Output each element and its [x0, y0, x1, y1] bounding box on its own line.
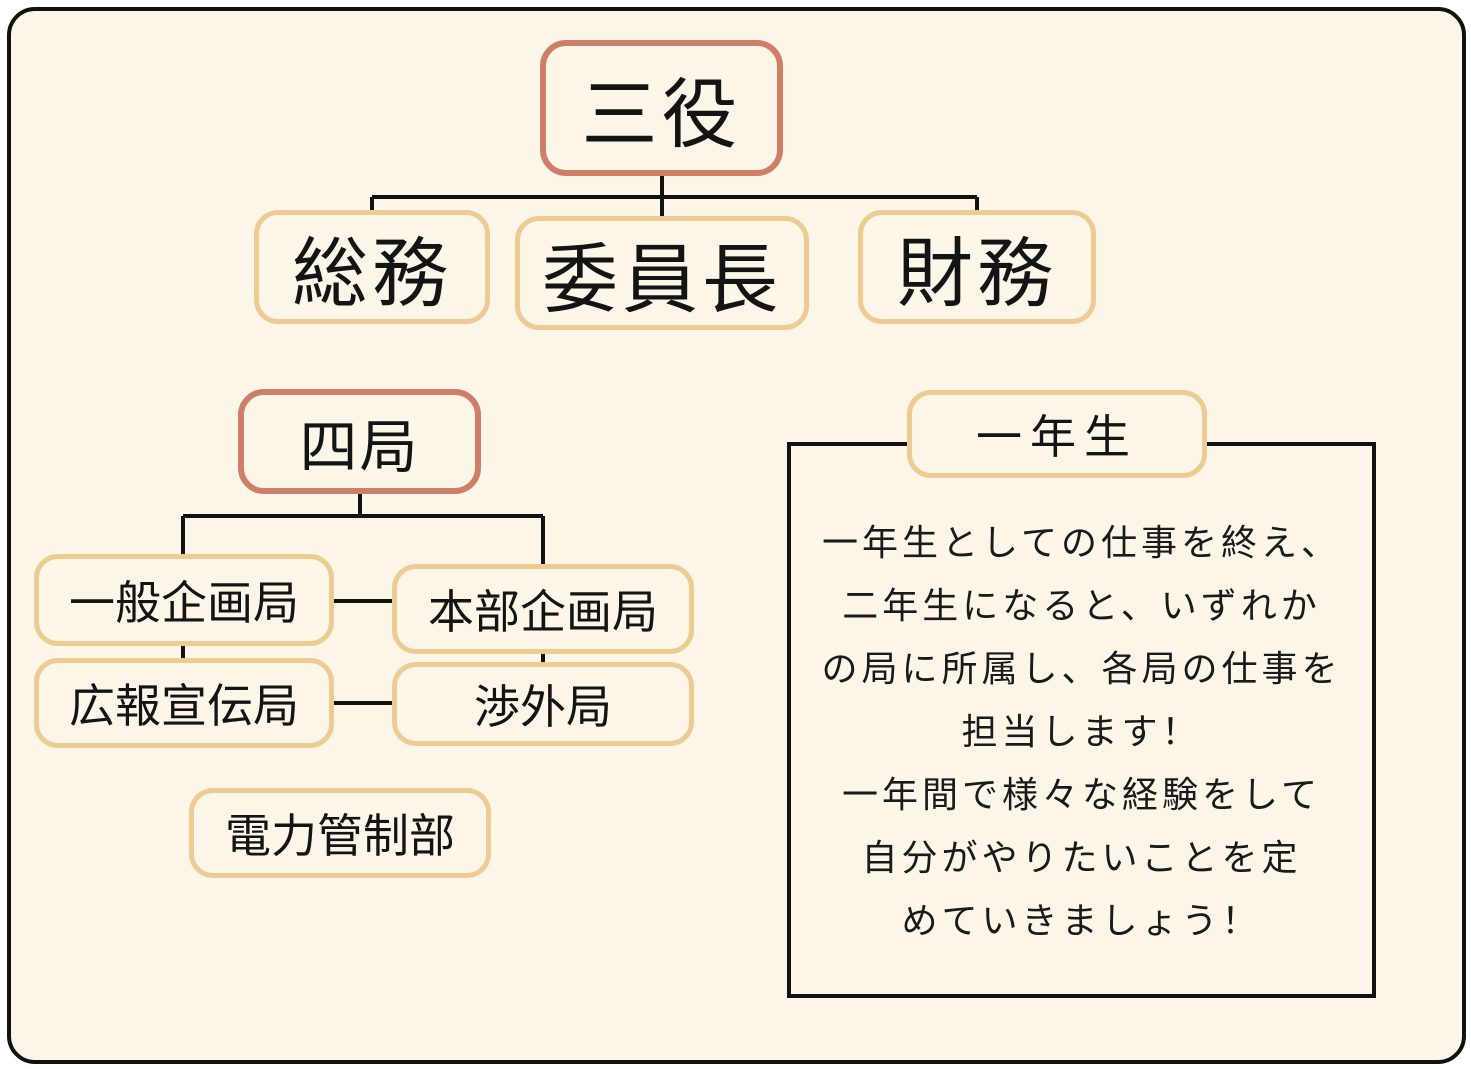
power-control-dept: 電力管制部: [189, 788, 491, 878]
description-line: 担当します！: [961, 712, 1202, 753]
description-line: 二年生になると、いずれか: [842, 586, 1321, 627]
bureau-hq-planning: 本部企画局: [392, 564, 694, 654]
description-line: 一年生としての仕事を終え、: [822, 523, 1341, 564]
description-line: 一年間で様々な経験をして: [842, 775, 1321, 816]
bureau-publicity: 広報宣伝局: [34, 658, 334, 748]
role-general-affairs: 総務: [254, 210, 490, 324]
role-chairperson: 委員長: [515, 216, 809, 330]
first-year-title: 一年生: [907, 390, 1207, 478]
description-line: めていきましょう！: [901, 901, 1262, 942]
bureau-external-affairs: 渉外局: [392, 662, 694, 746]
role-finance: 財務: [858, 210, 1096, 324]
top-group-title: 三役: [540, 40, 783, 176]
first-year-description-box: [787, 442, 1376, 998]
bureaus-title: 四局: [238, 389, 481, 494]
bureau-general-planning: 一般企画局: [34, 554, 334, 646]
first-year-description: 一年生としての仕事を終え、 二年生になると、いずれか の局に所属し、各局の仕事を…: [797, 512, 1366, 953]
description-line: の局に所属し、各局の仕事を: [821, 649, 1342, 690]
description-line: 自分がやりたいことを定: [861, 838, 1302, 879]
